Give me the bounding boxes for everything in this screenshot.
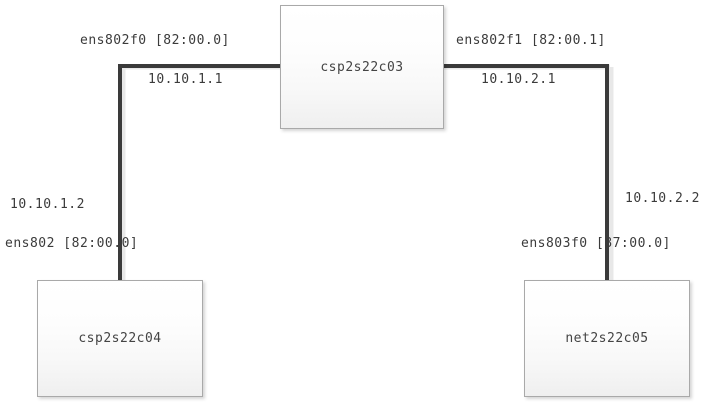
ip-label-right-bottom: 10.10.2.2 [625,191,700,206]
ip-label-left-top: 10.10.1.1 [148,72,223,87]
interface-label-right-bottom: ens803f0 [87:00.0] [521,236,671,251]
node-csp2s22c03[interactable]: csp2s22c03 [280,5,444,129]
ip-label-right-top: 10.10.2.1 [481,72,556,87]
interface-label-right-top: ens802f1 [82:00.1] [456,33,606,48]
node-net2s22c05[interactable]: net2s22c05 [524,280,690,397]
link-left-line[interactable] [118,64,284,282]
node-net2s22c05-label: net2s22c05 [565,331,649,346]
node-csp2s22c03-label: csp2s22c03 [320,59,404,75]
interface-label-left-top: ens802f0 [82:00.0] [80,33,230,48]
ip-label-left-bottom: 10.10.1.2 [10,197,85,212]
node-csp2s22c04[interactable]: csp2s22c04 [37,280,203,397]
interface-label-left-bottom: ens802 [82:00.0] [5,236,139,251]
node-csp2s22c04-label: csp2s22c04 [78,331,162,346]
